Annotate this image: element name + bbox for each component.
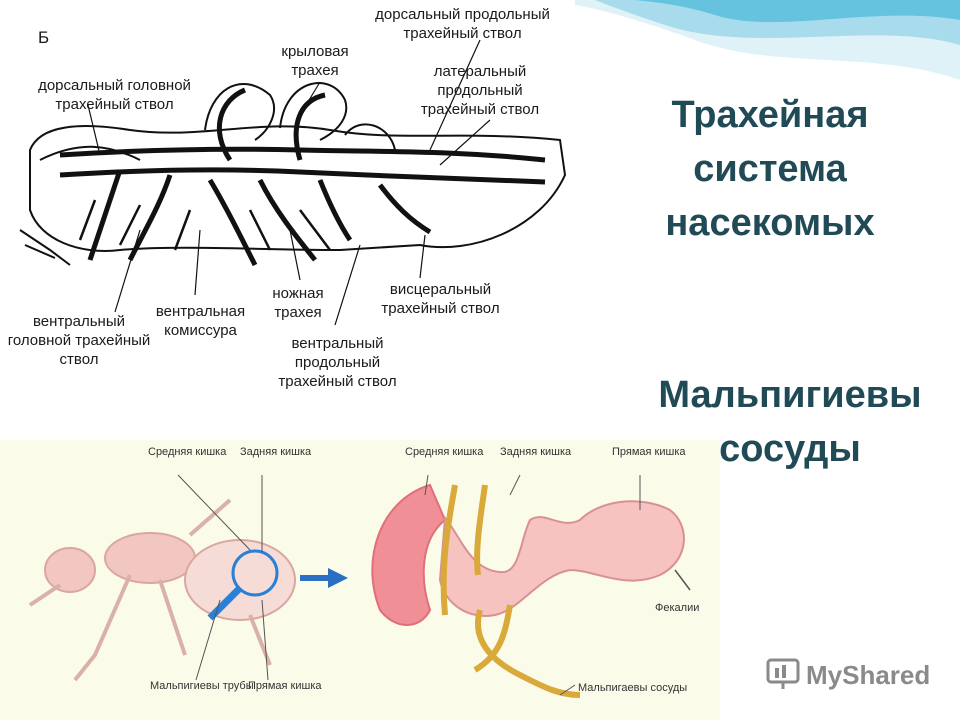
label-lateral: латеральный продольный трахейный ствол xyxy=(420,63,540,118)
watermark-logo: MyShared xyxy=(766,656,946,696)
label-malpighian-vessels: Мальпигаевы сосуды xyxy=(578,682,688,694)
decorative-wave xyxy=(575,0,960,80)
label-ventral-head: вентральный головной трахейный ствол xyxy=(7,313,151,368)
label-dorsal-longitudinal: дорсальный продольный трахейный ствол xyxy=(375,6,550,42)
digestive-tract-drawing xyxy=(28,474,691,698)
slide-subtitle: Мальпигиевы сосуды xyxy=(658,374,922,470)
label-midgut-right: Средняя кишка xyxy=(405,446,484,458)
label-malpighian-tubes: Мальпигиевы трубы xyxy=(150,680,254,692)
label-hindgut-left: Задняя кишка xyxy=(240,446,312,458)
label-rectum-left: Прямая кишка xyxy=(248,680,322,692)
label-rectum-right: Прямая кишка xyxy=(612,446,686,458)
insect-body-drawing xyxy=(19,39,567,326)
label-midgut-left: Средняя кишка xyxy=(148,446,227,458)
slide-title: Трахейная система насекомых xyxy=(665,94,875,244)
watermark-text: MyShared xyxy=(806,660,931,690)
label-dorsal-head: дорсальный головной трахейный ствол xyxy=(38,77,191,113)
label-feces: Фекалии xyxy=(655,602,700,614)
malpighian-diagram: Средняя кишка Задняя кишка Мальпигиевы т… xyxy=(0,440,720,720)
label-visceral: висцеральный трахейный ствол xyxy=(381,281,500,317)
panel-letter: Б xyxy=(38,28,50,47)
label-ventral-longitudinal: вентральный продольный трахейный ствол xyxy=(278,335,397,390)
label-hindgut-right: Задняя кишка xyxy=(500,446,572,458)
label-wing-trachea: крыловая трахея xyxy=(281,43,349,79)
label-leg-trachea: ножная трахея xyxy=(272,285,324,321)
presentation-icon xyxy=(766,658,800,689)
tracheal-system-diagram: Б дорсальный продольный трахейный ствол … xyxy=(0,0,575,418)
label-ventral-commissure: вентральная комиссура xyxy=(155,303,246,339)
